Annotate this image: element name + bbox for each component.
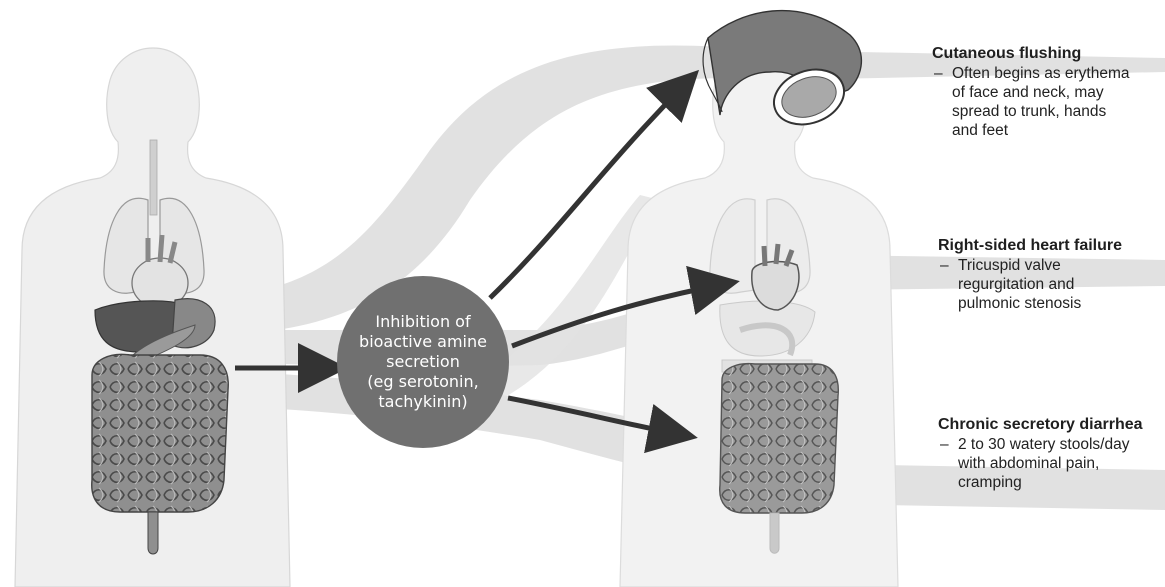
effect-title: Chronic secretory diarrhea	[938, 415, 1163, 435]
effect-cutaneous-flushing: Cutaneous flushing –Often begins as eryt…	[932, 44, 1162, 140]
effect-title: Right-sided heart failure	[938, 236, 1163, 256]
left-rectum	[148, 512, 158, 554]
hub-label: Inhibition of bioactive amine secretion …	[348, 312, 498, 412]
effect-description: –2 to 30 watery stools/day with abdomina…	[938, 435, 1163, 492]
effect-title: Cutaneous flushing	[932, 44, 1162, 64]
right-body	[620, 48, 898, 587]
left-colon	[92, 354, 229, 512]
right-colon	[720, 364, 839, 513]
effect-description: –Tricuspid valve regurgitation and pulmo…	[938, 256, 1163, 313]
left-body	[15, 48, 290, 587]
effect-chronic-secretory-diarrhea: Chronic secretory diarrhea –2 to 30 wate…	[938, 415, 1163, 492]
effect-description: –Often begins as erythema of face and ne…	[932, 64, 1162, 140]
effect-right-sided-heart-failure: Right-sided heart failure –Tricuspid val…	[938, 236, 1163, 313]
left-trachea	[150, 140, 157, 215]
